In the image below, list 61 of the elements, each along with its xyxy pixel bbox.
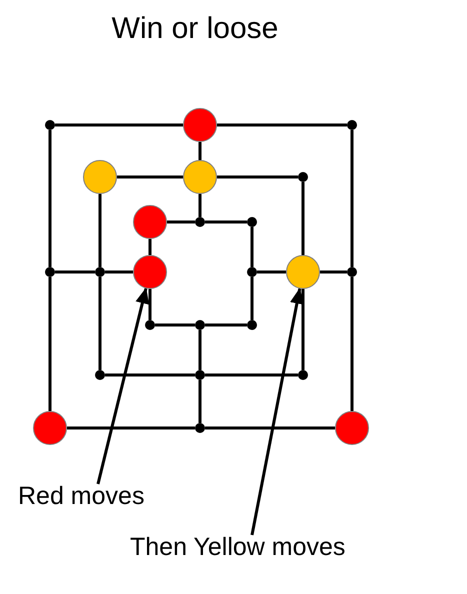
board-line <box>198 142 202 160</box>
board-line <box>302 182 304 255</box>
board-line <box>155 324 195 326</box>
board-line <box>67 426 195 430</box>
board-line <box>48 130 52 267</box>
board-line <box>198 330 202 370</box>
board-line <box>350 130 354 267</box>
board-line <box>302 289 304 370</box>
board-line <box>198 380 202 423</box>
board-point <box>347 120 357 130</box>
move-label: Then Yellow moves <box>130 533 346 562</box>
board-line <box>148 289 152 320</box>
board-line <box>320 270 347 274</box>
board-line <box>98 277 102 370</box>
board-point <box>45 267 55 277</box>
board-line <box>105 374 195 376</box>
game-piece <box>133 205 167 239</box>
board-point <box>247 320 257 330</box>
title: Win or loose <box>110 12 280 46</box>
board-point <box>347 267 357 277</box>
board-point <box>195 217 205 227</box>
board-point <box>145 320 155 330</box>
board-line <box>167 220 195 224</box>
arrow <box>96 288 150 484</box>
board-point <box>247 267 257 277</box>
board-line <box>55 124 183 126</box>
game-piece <box>133 255 167 289</box>
board-line <box>205 374 298 376</box>
board-point <box>95 370 105 380</box>
board-line <box>217 176 298 178</box>
board-point <box>195 320 205 330</box>
move-label: Red moves <box>18 482 144 511</box>
board-line <box>98 194 102 267</box>
arrow <box>250 288 304 536</box>
board-point <box>195 370 205 380</box>
game-piece <box>33 411 67 445</box>
board-point <box>95 267 105 277</box>
game-piece <box>183 108 217 142</box>
board-point <box>195 423 205 433</box>
board-point <box>298 370 308 380</box>
game-piece <box>286 255 320 289</box>
board-line <box>250 277 254 320</box>
board-line <box>257 270 286 274</box>
board-line <box>250 227 254 267</box>
board-line <box>198 194 202 217</box>
board-line <box>148 239 152 255</box>
board-line <box>217 124 347 126</box>
board-line <box>205 324 247 326</box>
board-line <box>55 270 95 274</box>
game-piece <box>183 160 217 194</box>
board-line <box>205 220 247 224</box>
board-line <box>48 277 52 411</box>
board-point <box>247 217 257 227</box>
board-line <box>117 176 183 178</box>
board-line <box>205 426 335 430</box>
board-point <box>298 172 308 182</box>
game-piece <box>335 411 369 445</box>
board-line <box>105 270 133 274</box>
game-piece <box>83 160 117 194</box>
board-point <box>45 120 55 130</box>
board-line <box>350 277 354 411</box>
